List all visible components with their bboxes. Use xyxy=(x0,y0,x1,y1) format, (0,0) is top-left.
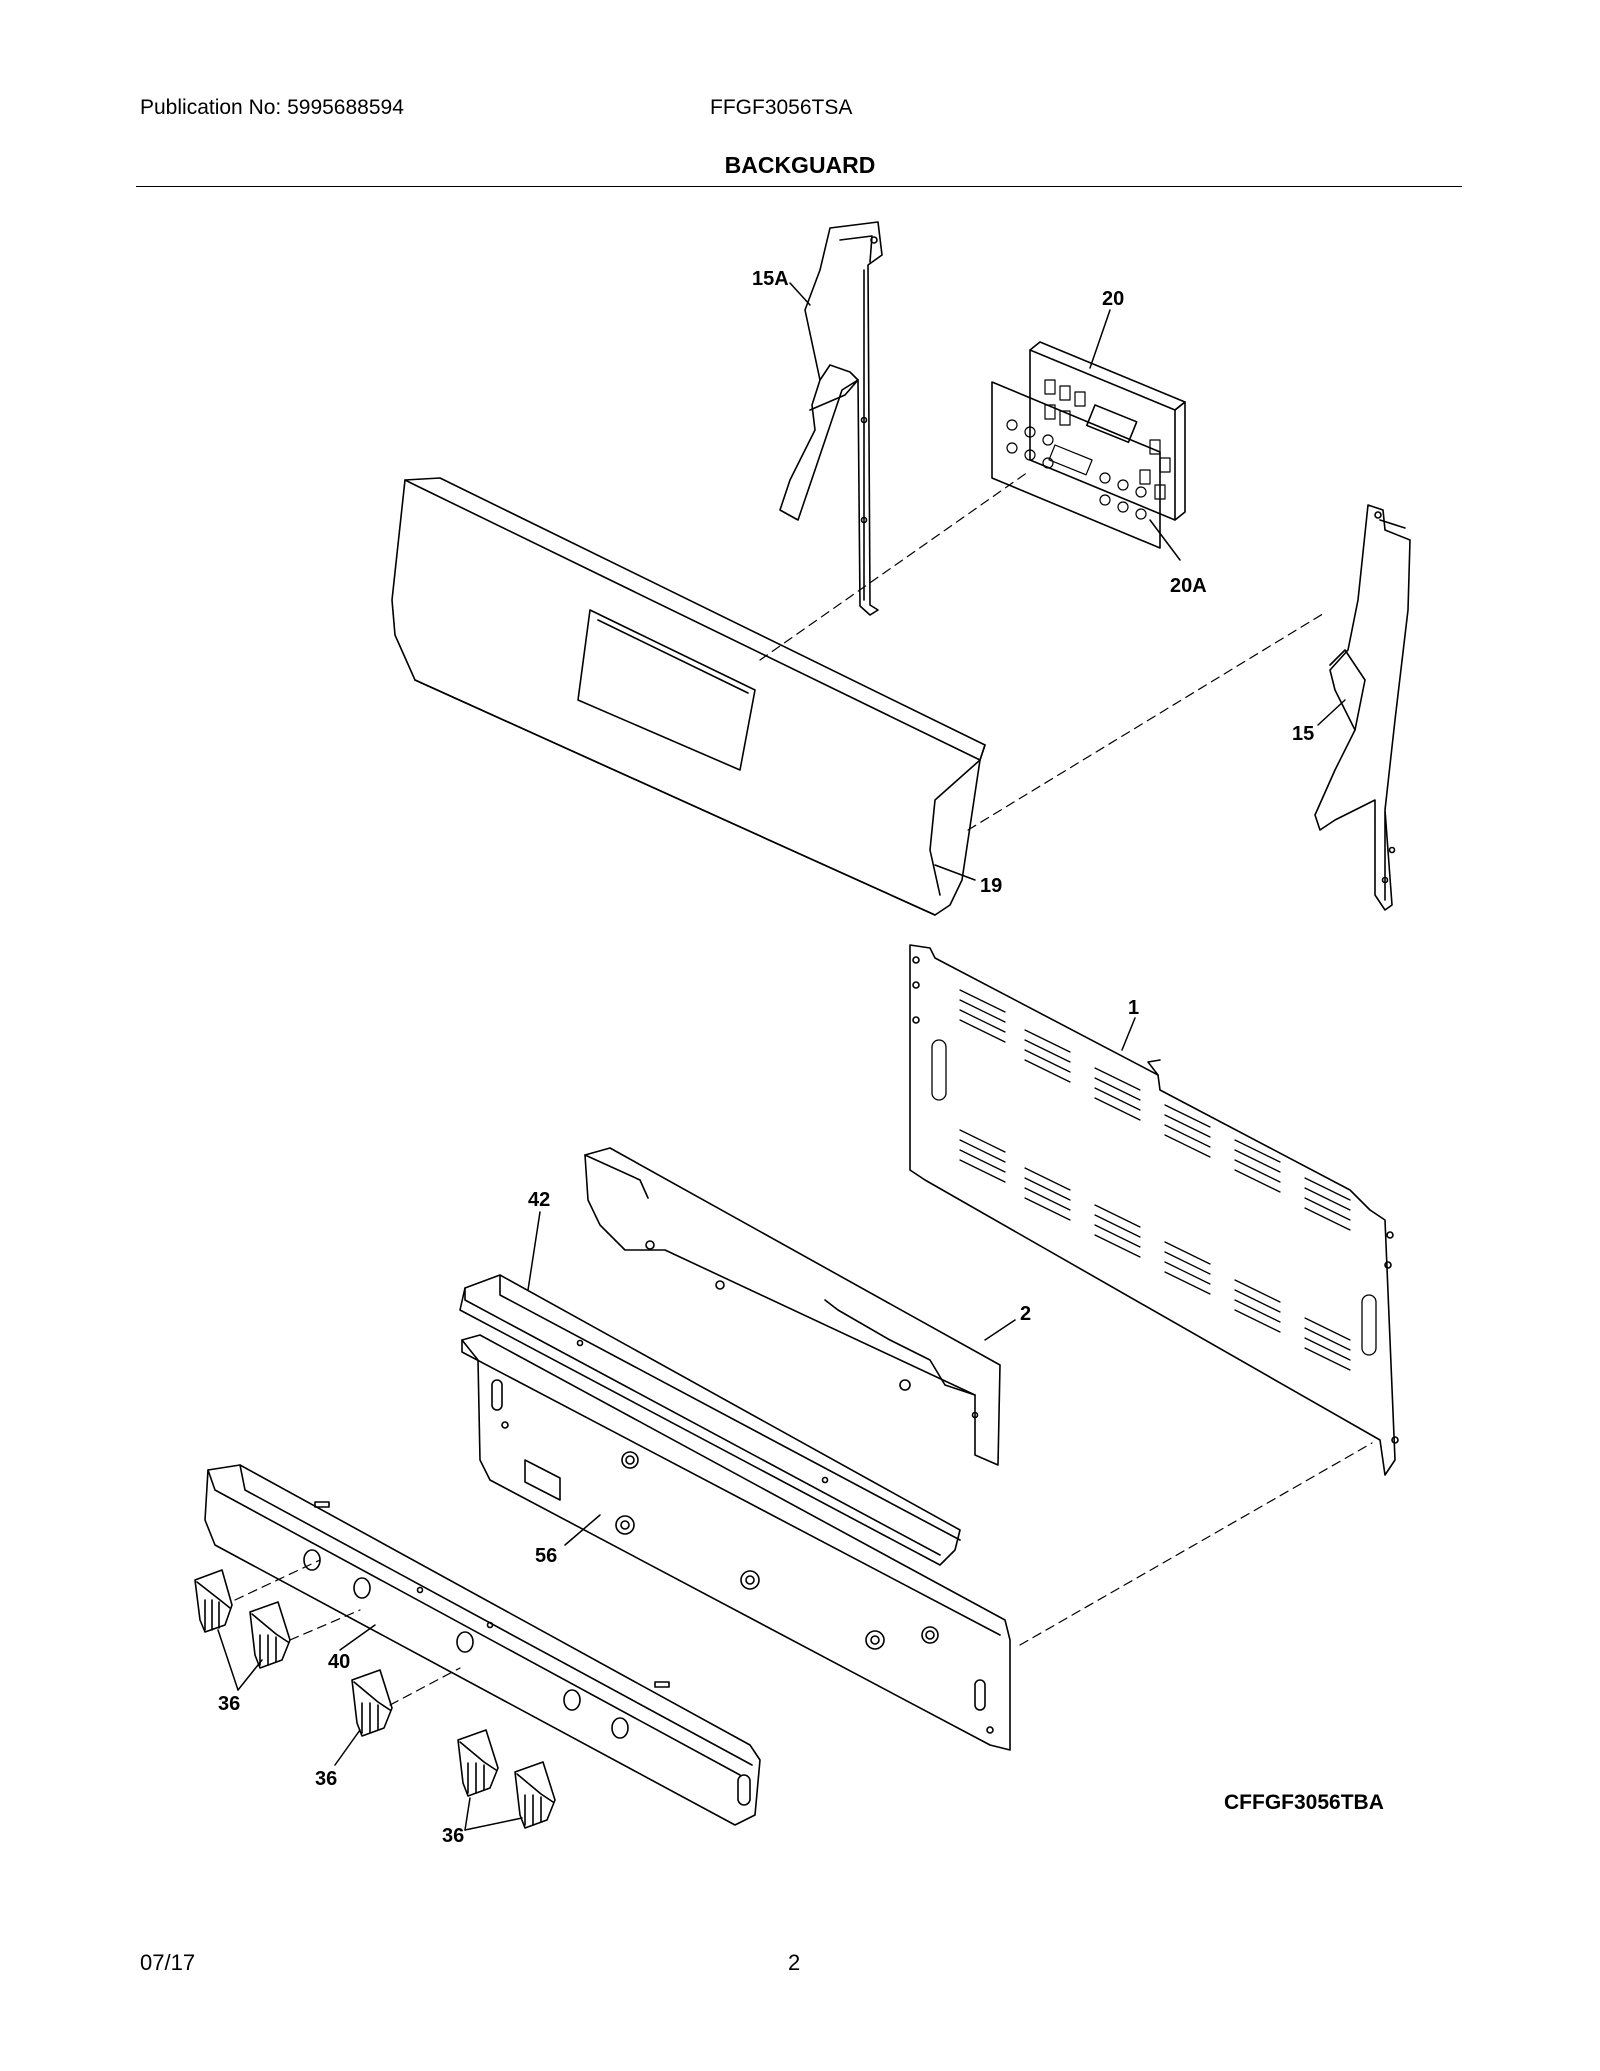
part-label-42: 42 xyxy=(528,1189,550,1211)
knob-36-3 xyxy=(351,1669,393,1737)
knob-36-5 xyxy=(514,1761,556,1829)
trim-strip-42 xyxy=(459,1274,961,1566)
part-label-1: 1 xyxy=(1128,997,1139,1019)
part-label-20: 20 xyxy=(1102,288,1124,310)
part-label-40: 40 xyxy=(328,1651,350,1673)
part-label-19: 19 xyxy=(980,875,1002,897)
header-divider xyxy=(136,186,1462,187)
part-label-36-b: 36 xyxy=(315,1768,337,1790)
manifold-trim-40 xyxy=(204,1464,761,1826)
part-label-36-c: 36 xyxy=(442,1825,464,1847)
publication-number: Publication No: 5995688594 xyxy=(140,96,404,119)
page-number: 2 xyxy=(788,1950,801,1975)
backguard-panel-19 xyxy=(391,477,986,916)
right-end-bracket-15 xyxy=(1314,504,1411,911)
bracket-2 xyxy=(584,1147,1001,1466)
control-overlay-20a xyxy=(991,381,1161,549)
part-labels: 15A 20 20A 15 19 1 42 2 56 40 36 36 36 xyxy=(218,268,1314,1847)
knob-36-1 xyxy=(194,1569,233,1633)
knob-36-4 xyxy=(457,1729,499,1797)
control-board-20 xyxy=(1029,341,1186,521)
diagram-code: CFFGF3056TBA xyxy=(1224,1791,1384,1814)
page-title: BACKGUARD xyxy=(724,152,876,178)
left-end-bracket-15a xyxy=(779,221,883,616)
part-label-2: 2 xyxy=(1020,1303,1031,1325)
part-label-20a: 20A xyxy=(1170,575,1207,597)
model-number: FFGF3056TSA xyxy=(710,96,853,119)
part-label-15a: 15A xyxy=(752,268,789,290)
leader-lines xyxy=(217,282,1346,1831)
footer-date: 07/17 xyxy=(140,1950,196,1975)
part-label-36-a: 36 xyxy=(218,1693,240,1715)
part-label-15: 15 xyxy=(1292,723,1314,745)
manifold-panel-56 xyxy=(461,1334,1011,1751)
rear-panel-1 xyxy=(909,944,1399,1476)
knob-36-2 xyxy=(249,1601,291,1669)
part-label-56: 56 xyxy=(535,1545,557,1567)
